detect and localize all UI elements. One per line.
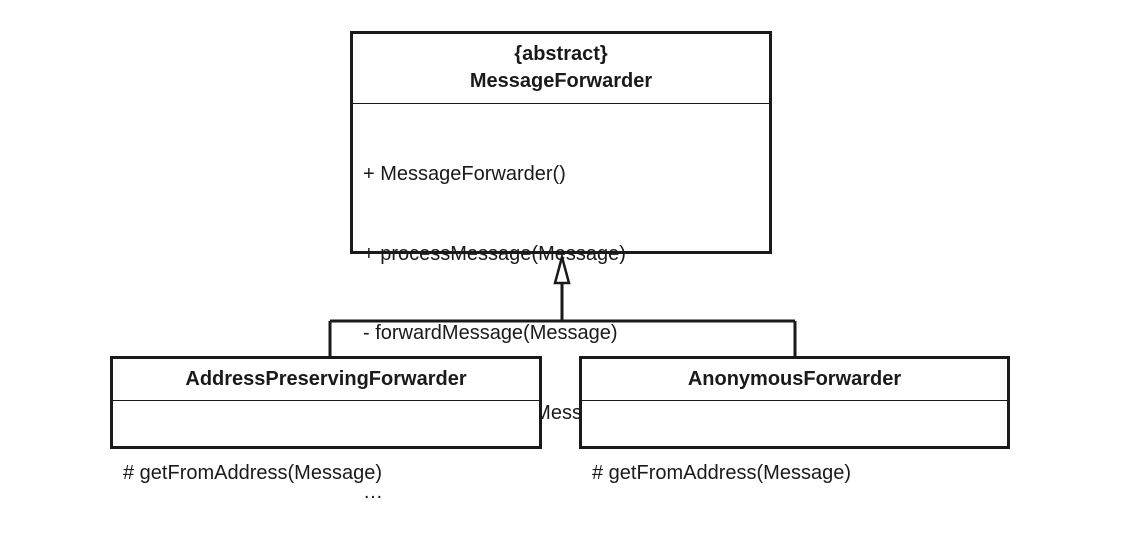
class-address-preserving-forwarder: AddressPreservingForwarder # getFromAddr… — [110, 356, 542, 484]
operation-forward-message: - forwardMessage(Message) — [363, 322, 618, 344]
operation-constructor: + MessageForwarder() — [363, 163, 566, 185]
operation-get-from-address: # getFromAddress(Message) — [592, 462, 851, 484]
inheritance-connectors — [328, 252, 797, 357]
class-stereotype: {abstract} — [514, 43, 608, 65]
class-operations: # getFromAddress(Message) — [582, 401, 1007, 540]
generalization-arrowhead — [553, 252, 571, 285]
class-operations: # getFromAddress(Message) — [113, 401, 539, 540]
class-name: AnonymousForwarder — [582, 359, 1007, 401]
class-header: {abstract} MessageForwarder — [353, 34, 769, 104]
inheritance-line — [328, 282, 797, 357]
class-anonymous-forwarder: AnonymousForwarder # getFromAddress(Mess… — [579, 356, 1010, 484]
operation-process-message: + processMessage(Message) — [363, 242, 626, 265]
class-name: MessageForwarder — [469, 70, 653, 92]
class-message-forwarder: {abstract} MessageForwarder + MessageFor… — [350, 31, 772, 503]
class-name: AddressPreservingForwarder — [113, 359, 539, 401]
operation-get-from-address: # getFromAddress(Message) — [123, 462, 382, 484]
